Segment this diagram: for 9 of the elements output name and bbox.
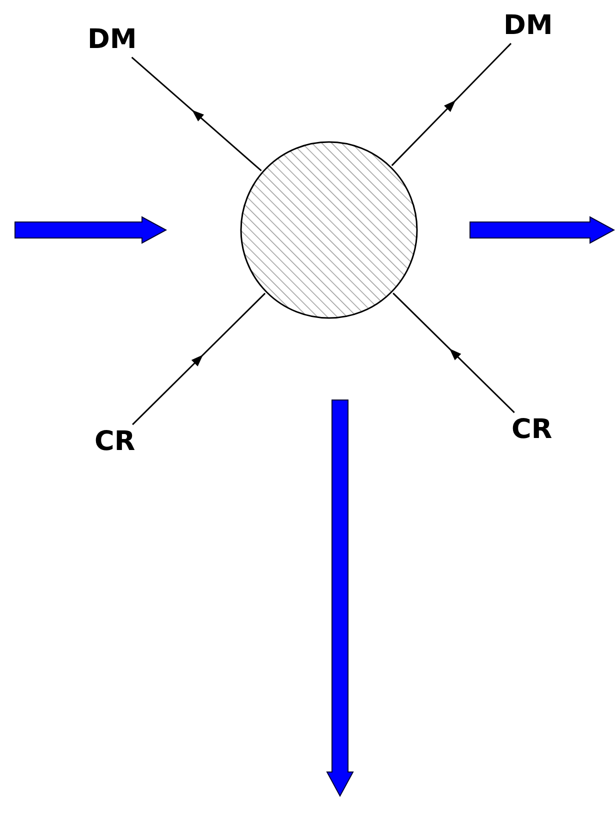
- particle-line: [392, 292, 515, 414]
- particle-line: [131, 56, 262, 172]
- particle-line: [132, 292, 266, 426]
- particle-label: CR: [512, 414, 552, 446]
- particle-label: CR: [94, 426, 136, 458]
- hatched-circle: [240, 141, 418, 319]
- particle-label: DM: [88, 24, 137, 56]
- particle-label: DM: [504, 10, 553, 42]
- particle-line: [391, 42, 512, 166]
